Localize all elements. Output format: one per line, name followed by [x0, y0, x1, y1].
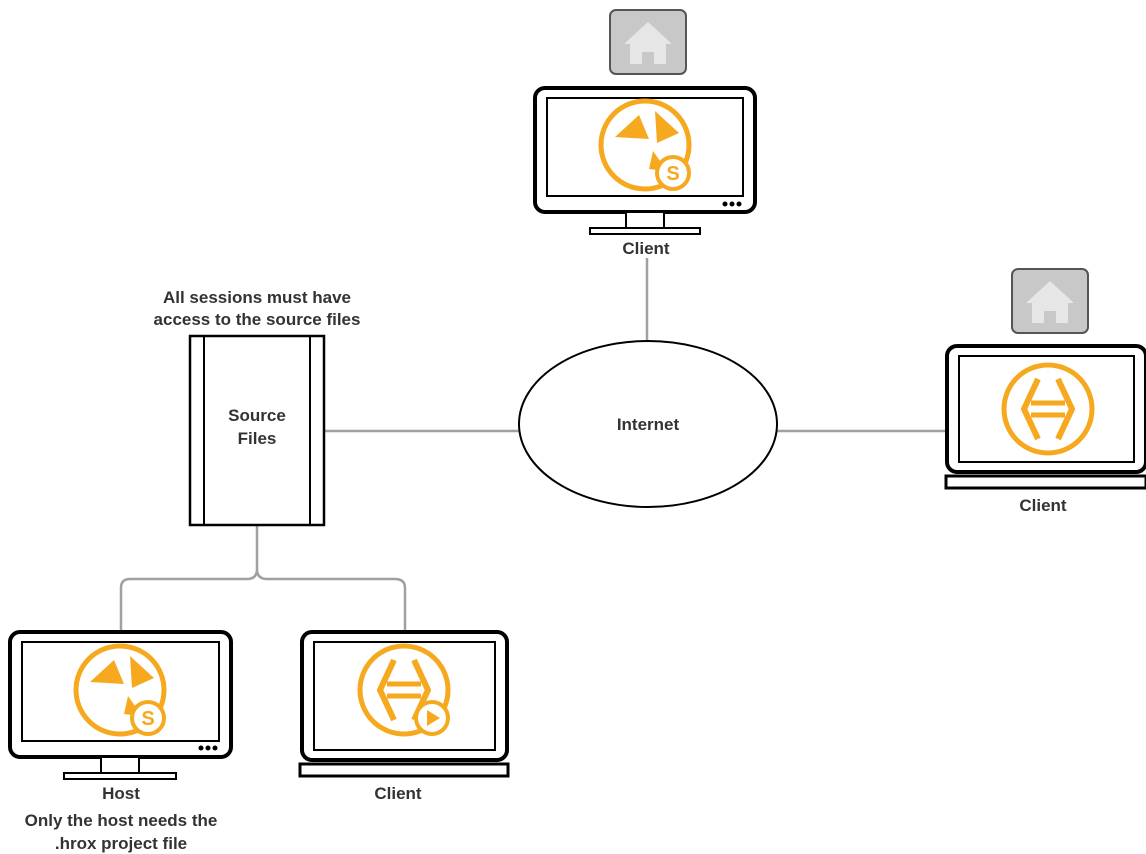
host-label: Host: [102, 784, 140, 803]
line-source-local: [119, 526, 407, 632]
host-node: Host: [8, 630, 233, 803]
top-client-label: Client: [622, 239, 670, 258]
source-files-label-line1: Source: [228, 406, 286, 425]
right-client-node: Client: [944, 268, 1146, 515]
internet-node: Internet: [518, 340, 778, 508]
host-note-line1: Only the host needs the: [25, 811, 218, 830]
connection-lines: [119, 258, 946, 632]
local-client-label: Client: [374, 784, 422, 803]
home-icon: [1011, 268, 1089, 334]
home-icon: [609, 9, 687, 75]
right-client-label: Client: [1019, 496, 1067, 515]
source-files-label-line2: Files: [238, 429, 277, 448]
source-files-node: Source Files: [188, 334, 326, 527]
internet-label: Internet: [617, 415, 680, 434]
host-note-line2: .hrox project file: [55, 834, 187, 853]
local-client-node: Client: [298, 630, 510, 803]
source-files-note-line2: access to the source files: [154, 310, 361, 329]
source-files-note-line1: All sessions must have: [163, 288, 351, 307]
top-client-node: Client: [533, 9, 757, 258]
